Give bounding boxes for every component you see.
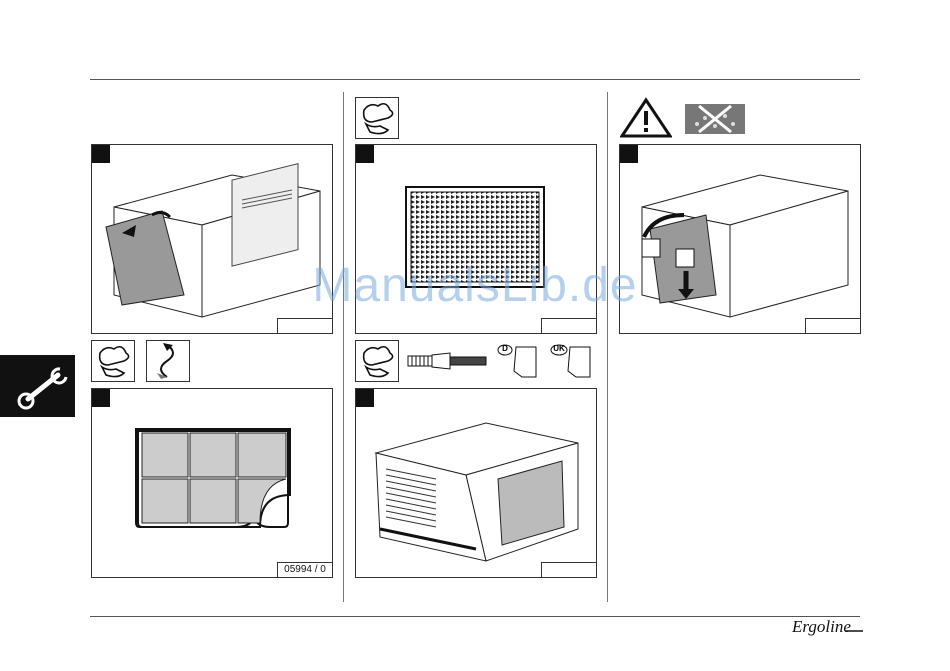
hand-clean-icon xyxy=(356,341,398,381)
hand-clean-icon-box xyxy=(355,97,399,139)
device-illustration xyxy=(356,389,596,577)
device-illustration xyxy=(620,145,860,333)
rotate-icon-box xyxy=(146,340,190,382)
panel-filter-removal xyxy=(91,144,333,334)
panel-filter-reinsert xyxy=(619,144,861,334)
wrench-icon xyxy=(0,355,75,417)
brand-logo: Ergoline xyxy=(792,617,851,637)
panel-filter-mesh xyxy=(355,144,597,334)
brand-underline xyxy=(845,628,863,634)
brush-icon xyxy=(406,350,488,372)
document-d-label: D xyxy=(500,344,510,353)
hand-clean-icon-box xyxy=(91,340,135,382)
column-divider-1 xyxy=(343,92,344,602)
hand-clean-icon xyxy=(92,341,134,381)
filter-pad-illustration xyxy=(92,389,332,577)
filter-mesh-illustration xyxy=(356,145,596,333)
hand-clean-icon xyxy=(356,98,398,138)
rotate-arrows-icon xyxy=(147,341,189,381)
device-illustration xyxy=(92,145,332,333)
column-divider-2 xyxy=(607,92,608,602)
figure-code xyxy=(541,562,596,577)
document-uk-label: UK xyxy=(551,344,567,353)
figure-code: 05994 / 0 xyxy=(277,562,332,577)
warning-icon xyxy=(620,97,672,139)
panel-device-clean xyxy=(355,388,597,578)
no-water-icon xyxy=(685,104,745,134)
maintenance-tab xyxy=(0,355,75,417)
figure-code xyxy=(277,318,332,333)
top-rule xyxy=(90,79,860,80)
figure-code xyxy=(805,318,860,333)
bottom-rule xyxy=(90,616,860,617)
hand-clean-icon-box xyxy=(355,340,399,382)
figure-code xyxy=(541,318,596,333)
panel-filter-pad: 05994 / 0 xyxy=(91,388,333,578)
